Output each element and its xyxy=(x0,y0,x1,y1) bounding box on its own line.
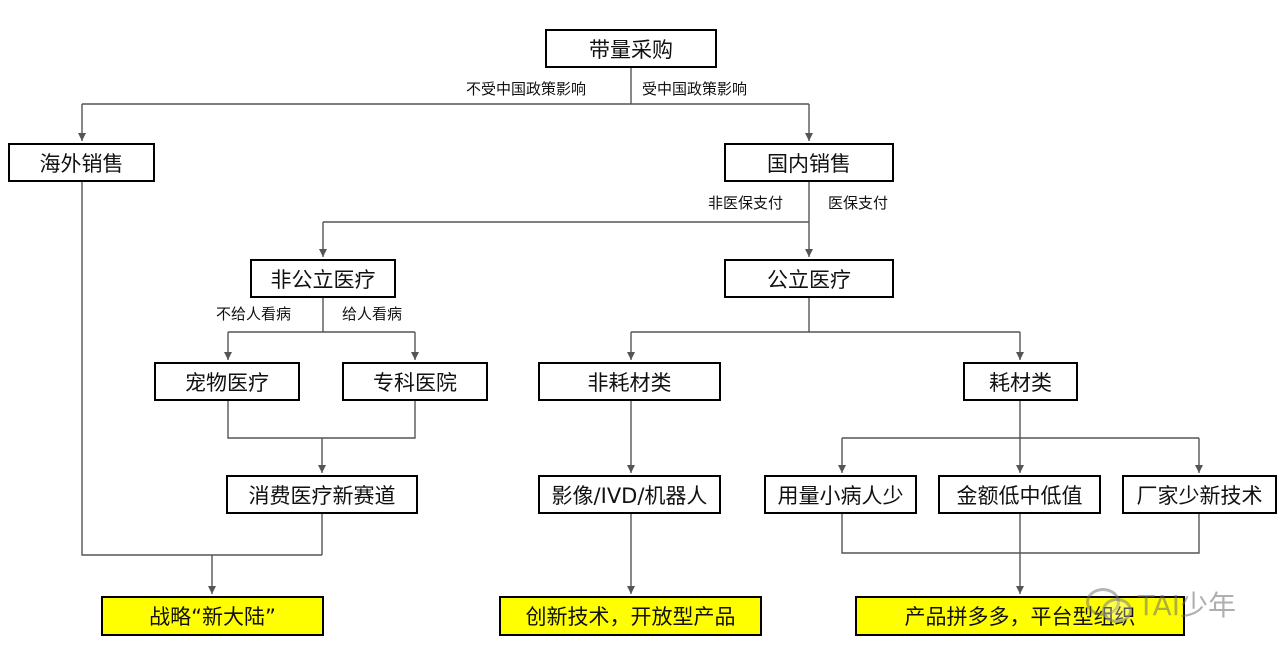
edge-label-human: 给人看病 xyxy=(342,305,403,323)
node-non-public: 非公立医疗 xyxy=(250,259,396,298)
edge-label-affected: 受中国政策影响 xyxy=(642,80,748,98)
node-domestic: 国内销售 xyxy=(724,143,894,182)
node-non-consumable: 非耗材类 xyxy=(538,362,721,401)
node-low-usage: 用量小病人少 xyxy=(764,475,917,514)
node-imaging: 影像/IVD/机器人 xyxy=(538,475,721,514)
node-innovation: 创新技术，开放型产品 xyxy=(499,596,762,636)
node-overseas: 海外销售 xyxy=(8,143,155,182)
node-strategy: 战略“新大陆” xyxy=(101,596,324,636)
edge-label-not-human: 不给人看病 xyxy=(216,305,292,323)
node-pet: 宠物医疗 xyxy=(154,362,300,401)
watermark: TAI少年 xyxy=(1085,584,1236,624)
node-root: 带量采购 xyxy=(545,29,717,68)
wechat-icon xyxy=(1085,586,1132,623)
watermark-text: TAI少年 xyxy=(1137,589,1236,622)
edge-label-insurance: 医保支付 xyxy=(828,194,889,212)
node-consumer-track: 消费医疗新赛道 xyxy=(226,475,418,514)
node-low-amount: 金额低中低值 xyxy=(938,475,1101,514)
node-specialty: 专科医院 xyxy=(342,362,488,401)
node-public: 公立医疗 xyxy=(724,259,894,298)
edge-label-non-insurance: 非医保支付 xyxy=(708,194,784,212)
line-connector xyxy=(81,182,322,556)
edge-label-not-affected: 不受中国政策影响 xyxy=(466,80,587,98)
node-consumable: 耗材类 xyxy=(963,362,1078,401)
node-few-makers: 厂家少新技术 xyxy=(1122,475,1277,514)
line-connector xyxy=(227,401,416,439)
